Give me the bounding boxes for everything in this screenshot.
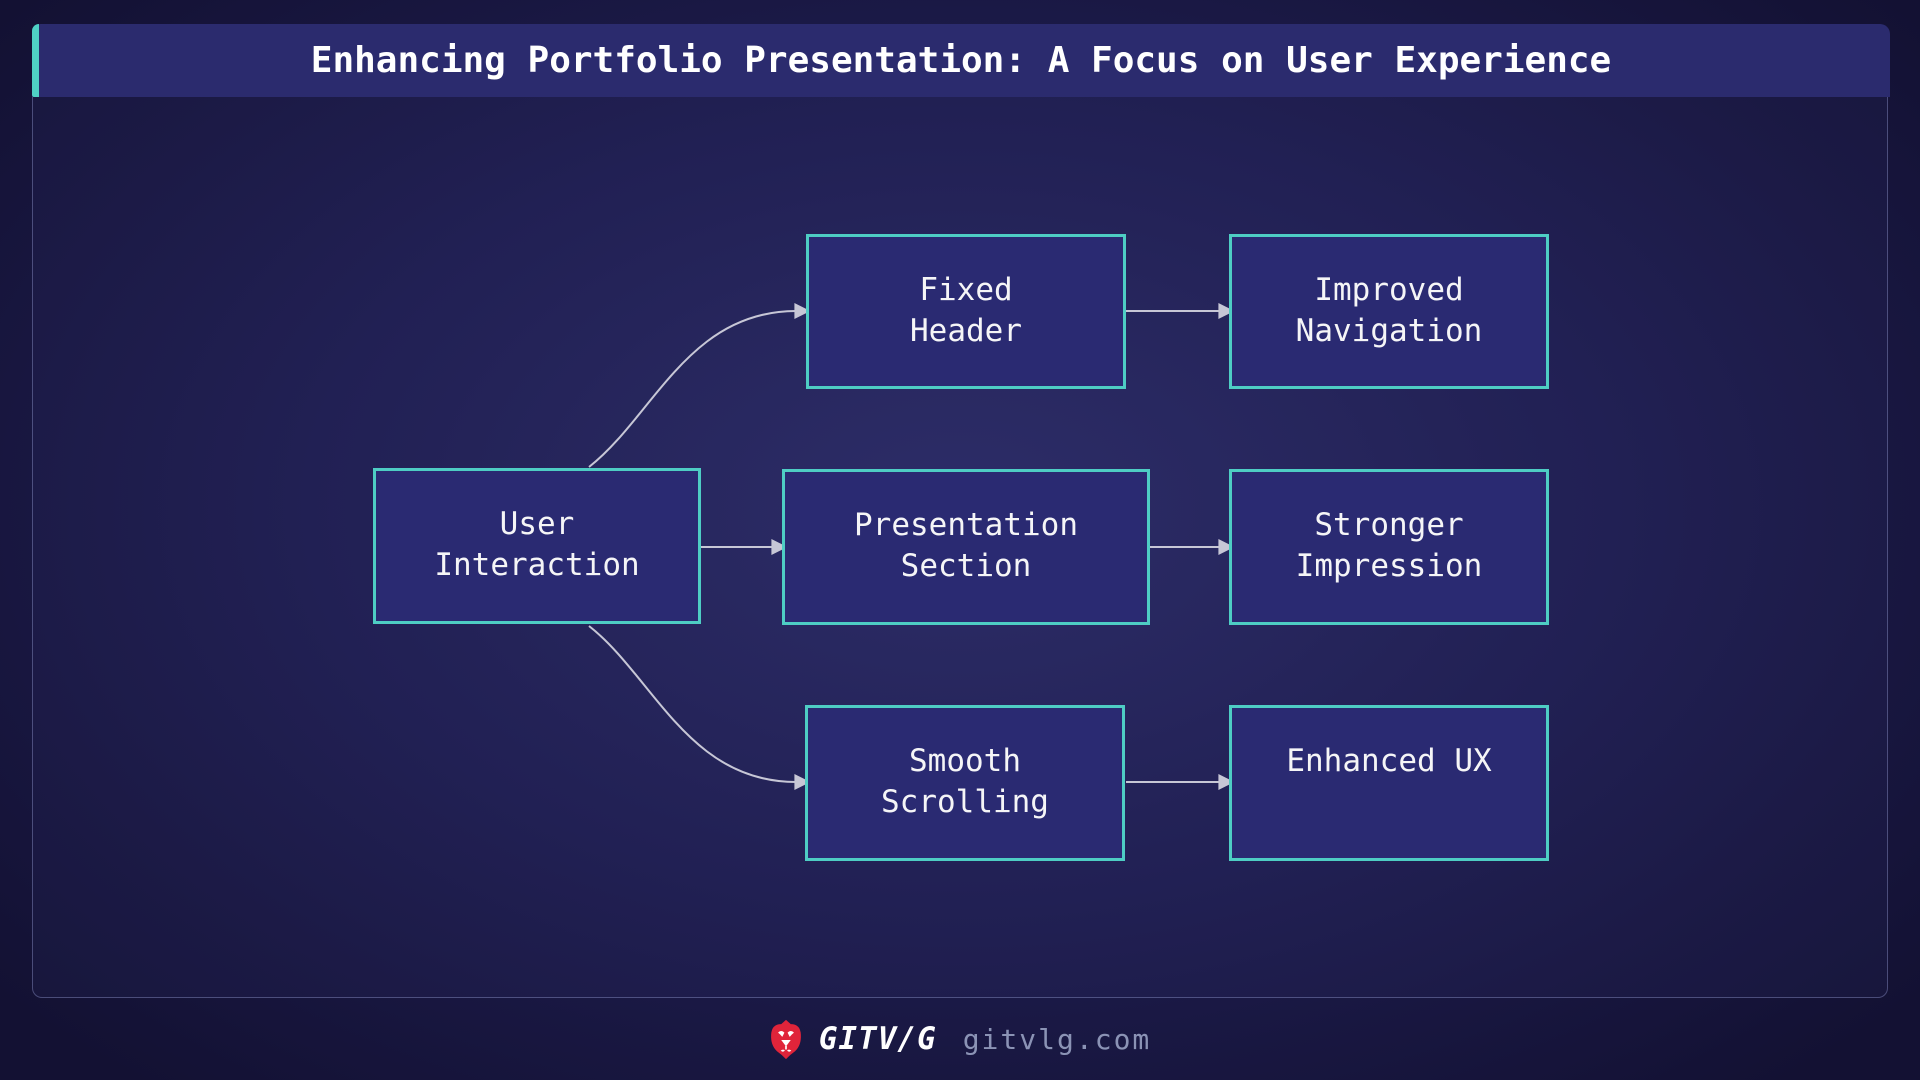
title-accent-bar: [32, 24, 39, 97]
node-fixed-header: Fixed Header: [806, 234, 1126, 389]
node-label: Presentation Section: [854, 507, 1078, 584]
node-label: Enhanced UX: [1286, 743, 1492, 779]
node-label: Smooth Scrolling: [881, 743, 1049, 820]
node-label: Fixed Header: [910, 272, 1022, 349]
flow-edges: [588, 303, 1235, 790]
brand-domain: gitvlg.com: [962, 1022, 1152, 1056]
node-enhanced-ux: Enhanced UX: [1229, 705, 1549, 861]
brand-name: GITV/G: [818, 1021, 937, 1057]
node-smooth-scrolling: Smooth Scrolling: [805, 705, 1125, 861]
node-stronger-impression: Stronger Impression: [1229, 469, 1549, 625]
node-label: User Interaction: [434, 506, 640, 583]
node-label: Stronger Impression: [1295, 507, 1483, 584]
lion-icon: [770, 1019, 801, 1059]
node-improved-navigation: Improved Navigation: [1229, 234, 1549, 389]
content-panel: Enhancing Portfolio Presentation: A Focu…: [32, 24, 1890, 998]
title-bar: Enhancing Portfolio Presentation: A Focu…: [32, 24, 1890, 97]
node-label: Improved Navigation: [1295, 272, 1483, 349]
node-presentation-section: Presentation Section: [782, 469, 1150, 625]
edge-user-to-smooth: [588, 625, 811, 790]
edge-user-to-fixed-header: [588, 303, 811, 468]
node-user-interaction: User Interaction: [373, 468, 701, 624]
footer: GITV/G gitvlg.com: [0, 998, 1920, 1080]
page-title: Enhancing Portfolio Presentation: A Focu…: [310, 40, 1612, 81]
